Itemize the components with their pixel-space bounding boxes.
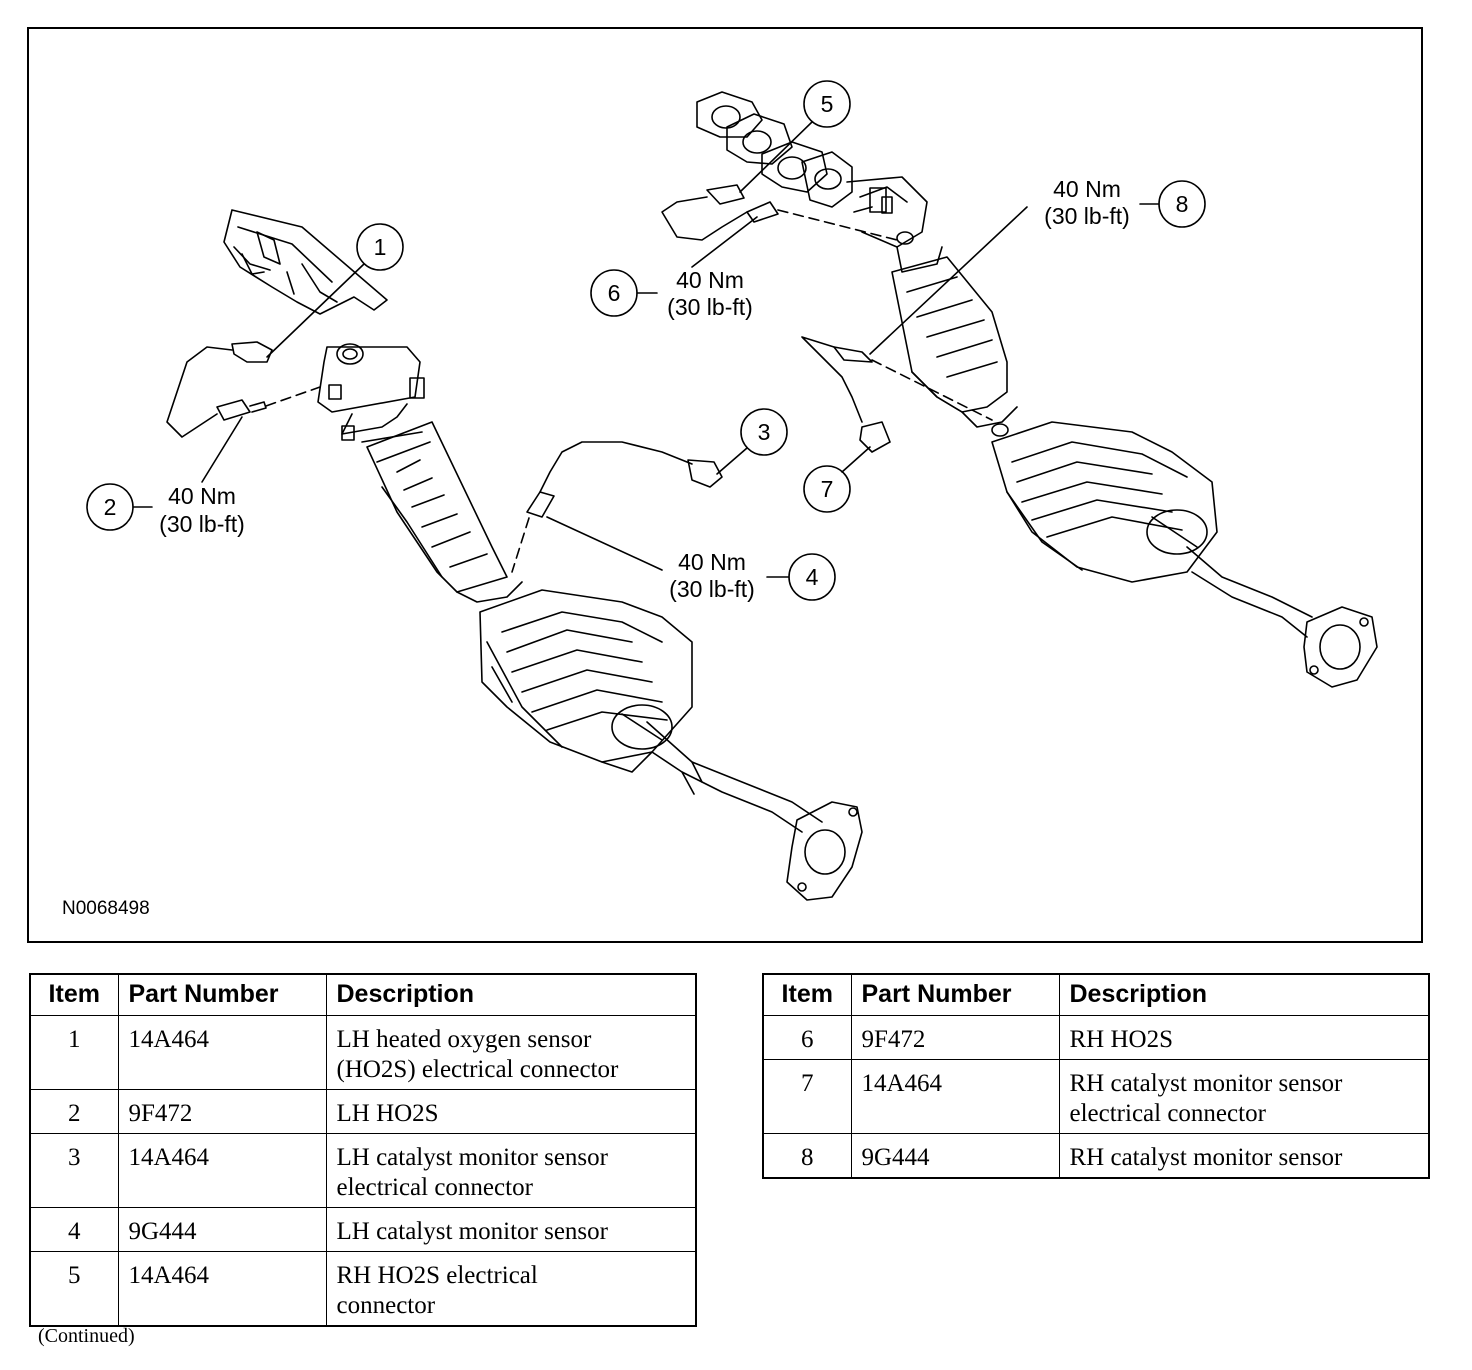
callout-2-torque-nm: 40 Nm (168, 483, 236, 509)
callout-6: 6 40 Nm (30 lb-ft) (590, 216, 758, 320)
table-row: 4 9G444 LH catalyst monitor sensor (29, 1207, 697, 1252)
cell-description: LH catalyst monitor sensor electrical con… (325, 1133, 697, 1208)
cell-part-number: 9F472 (850, 1015, 1060, 1060)
callout-3: 3 (716, 408, 788, 475)
description-line: RH HO2S electrical (336, 1262, 538, 1289)
callout-8: 8 40 Nm (30 lb-ft) (869, 176, 1206, 355)
table-row: 8 9G444 RH catalyst monitor sensor (762, 1133, 1430, 1179)
description-line: RH HO2S (1069, 1026, 1174, 1053)
callout-2-torque-lbft: (30 lb-ft) (159, 511, 245, 537)
cell-item: 2 (29, 1089, 119, 1134)
cell-item: 3 (29, 1133, 119, 1208)
table-row: 5 14A464 RH HO2S electrical connector (29, 1251, 697, 1327)
callout-2: 2 40 Nm (30 lb-ft) (86, 416, 245, 537)
description-line: LH HO2S (336, 1100, 439, 1127)
cell-description: RH catalyst monitor sensor electrical con… (1058, 1059, 1430, 1134)
table-header-row: Item Part Number Description (29, 973, 697, 1016)
cell-part-number: 9G444 (117, 1207, 327, 1252)
cell-item: 6 (762, 1015, 852, 1060)
callout-6-number: 6 (608, 280, 621, 306)
table-row: 7 14A464 RH catalyst monitor sensor elect… (762, 1059, 1430, 1134)
cell-part-number: 14A464 (117, 1251, 327, 1327)
header-item: Item (29, 973, 119, 1016)
description-line: (HO2S) electrical connector (336, 1056, 619, 1083)
cell-description: RH HO2S electrical connector (325, 1251, 697, 1327)
cell-item: 8 (762, 1133, 852, 1179)
callout-4: 4 40 Nm (30 lb-ft) (546, 516, 836, 602)
figure-id: N0068498 (62, 898, 150, 919)
cell-description: RH HO2S (1058, 1015, 1430, 1060)
callout-7: 7 (803, 446, 871, 513)
exhaust-diagram-figure: 1 2 40 Nm (30 lb-ft) 3 4 40 Nm (30 lb-ft… (27, 27, 1423, 943)
header-item: Item (762, 973, 852, 1016)
cell-part-number: 14A464 (117, 1133, 327, 1208)
continued-note: (Continued) (38, 1325, 135, 1347)
cell-item: 7 (762, 1059, 852, 1134)
callout-6-torque-lbft: (30 lb-ft) (667, 294, 753, 320)
cell-item: 5 (29, 1251, 119, 1327)
description-line: electrical connector (336, 1174, 533, 1201)
header-part-number: Part Number (850, 973, 1060, 1016)
cell-item: 1 (29, 1015, 119, 1090)
header-description: Description (1058, 973, 1430, 1016)
table-header-row: Item Part Number Description (762, 973, 1430, 1016)
callout-6-torque-nm: 40 Nm (676, 267, 744, 293)
callout-7-number: 7 (821, 476, 834, 502)
cell-part-number: 9F472 (117, 1089, 327, 1134)
table-row: 6 9F472 RH HO2S (762, 1015, 1430, 1060)
cell-part-number: 9G444 (850, 1133, 1060, 1179)
exhaust-diagram: 1 2 40 Nm (30 lb-ft) 3 4 40 Nm (30 lb-ft… (62, 80, 1378, 919)
cell-description: LH HO2S (325, 1089, 697, 1134)
rh-exhaust-assembly (661, 91, 1378, 688)
description-line: LH heated oxygen sensor (336, 1026, 592, 1053)
callout-3-number: 3 (758, 419, 771, 445)
cell-part-number: 14A464 (117, 1015, 327, 1090)
callout-8-number: 8 (1176, 191, 1189, 217)
description-line: LH catalyst monitor sensor (336, 1144, 608, 1171)
cell-item: 4 (29, 1207, 119, 1252)
parts-table-left: Item Part Number Description 1 14A464 LH… (29, 973, 697, 1327)
callout-5-number: 5 (821, 91, 834, 117)
cell-description: LH catalyst monitor sensor (325, 1207, 697, 1252)
cell-description: LH heated oxygen sensor (HO2S) electrical… (325, 1015, 697, 1090)
parts-table-right: Item Part Number Description 6 9F472 RH … (762, 973, 1430, 1179)
callout-4-number: 4 (806, 564, 819, 590)
callout-5: 5 (739, 80, 851, 193)
header-part-number: Part Number (117, 973, 327, 1016)
callout-2-number: 2 (104, 494, 117, 520)
description-line: LH catalyst monitor sensor (336, 1218, 608, 1245)
callout-1-number: 1 (374, 234, 387, 260)
callout-4-torque-lbft: (30 lb-ft) (669, 576, 755, 602)
table-row: 1 14A464 LH heated oxygen sensor (HO2S) e… (29, 1015, 697, 1090)
table-row: 2 9F472 LH HO2S (29, 1089, 697, 1134)
description-line: connector (336, 1292, 436, 1319)
callout-1: 1 (266, 223, 404, 358)
callout-8-torque-lbft: (30 lb-ft) (1044, 203, 1130, 229)
description-line: RH catalyst monitor sensor (1069, 1144, 1343, 1171)
header-description: Description (325, 973, 697, 1016)
cell-part-number: 14A464 (850, 1059, 1060, 1134)
cell-description: RH catalyst monitor sensor (1058, 1133, 1430, 1179)
callout-4-torque-nm: 40 Nm (678, 549, 746, 575)
description-line: electrical connector (1069, 1100, 1266, 1127)
description-line: RH catalyst monitor sensor (1069, 1070, 1343, 1097)
callout-8-torque-nm: 40 Nm (1053, 176, 1121, 202)
table-row: 3 14A464 LH catalyst monitor sensor elect… (29, 1133, 697, 1208)
lh-exhaust-assembly (166, 209, 863, 901)
